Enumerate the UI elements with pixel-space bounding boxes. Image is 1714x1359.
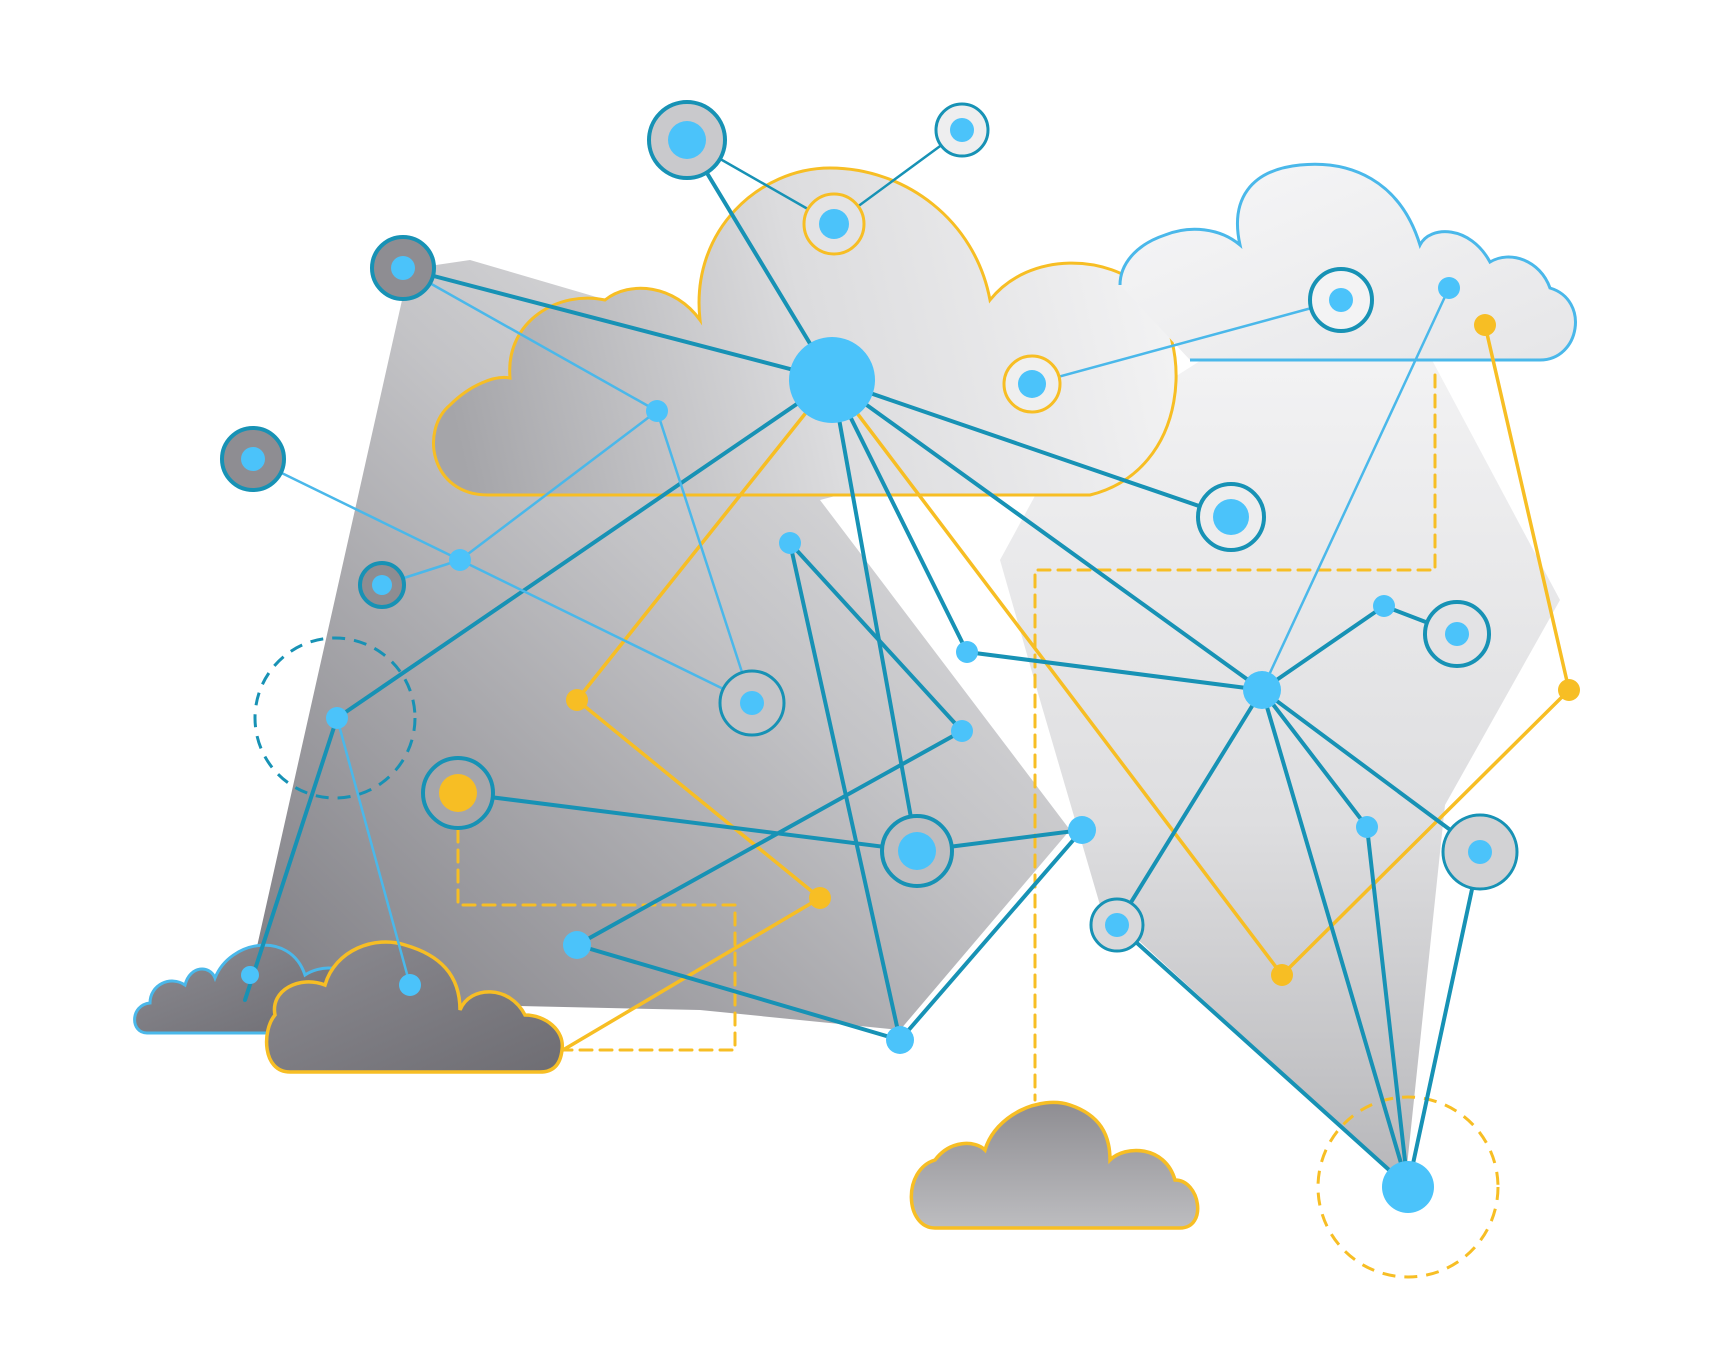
bottom-left-cloud-icon [264,940,564,1074]
right-top-cloud-icon [1118,162,1577,362]
blue-nodes [241,277,1460,1213]
ringed-nodes [220,100,1519,953]
dashed-circle-icon [253,636,417,800]
dashed-circle-icon [1316,1095,1500,1279]
right-network-region [1000,275,1560,1185]
yellow-nodes [566,314,1580,986]
bottom-center-cloud-icon [909,1100,1200,1230]
hub-node [1382,1161,1434,1213]
hub-node [789,337,875,423]
yellow-links [561,323,1571,1052]
